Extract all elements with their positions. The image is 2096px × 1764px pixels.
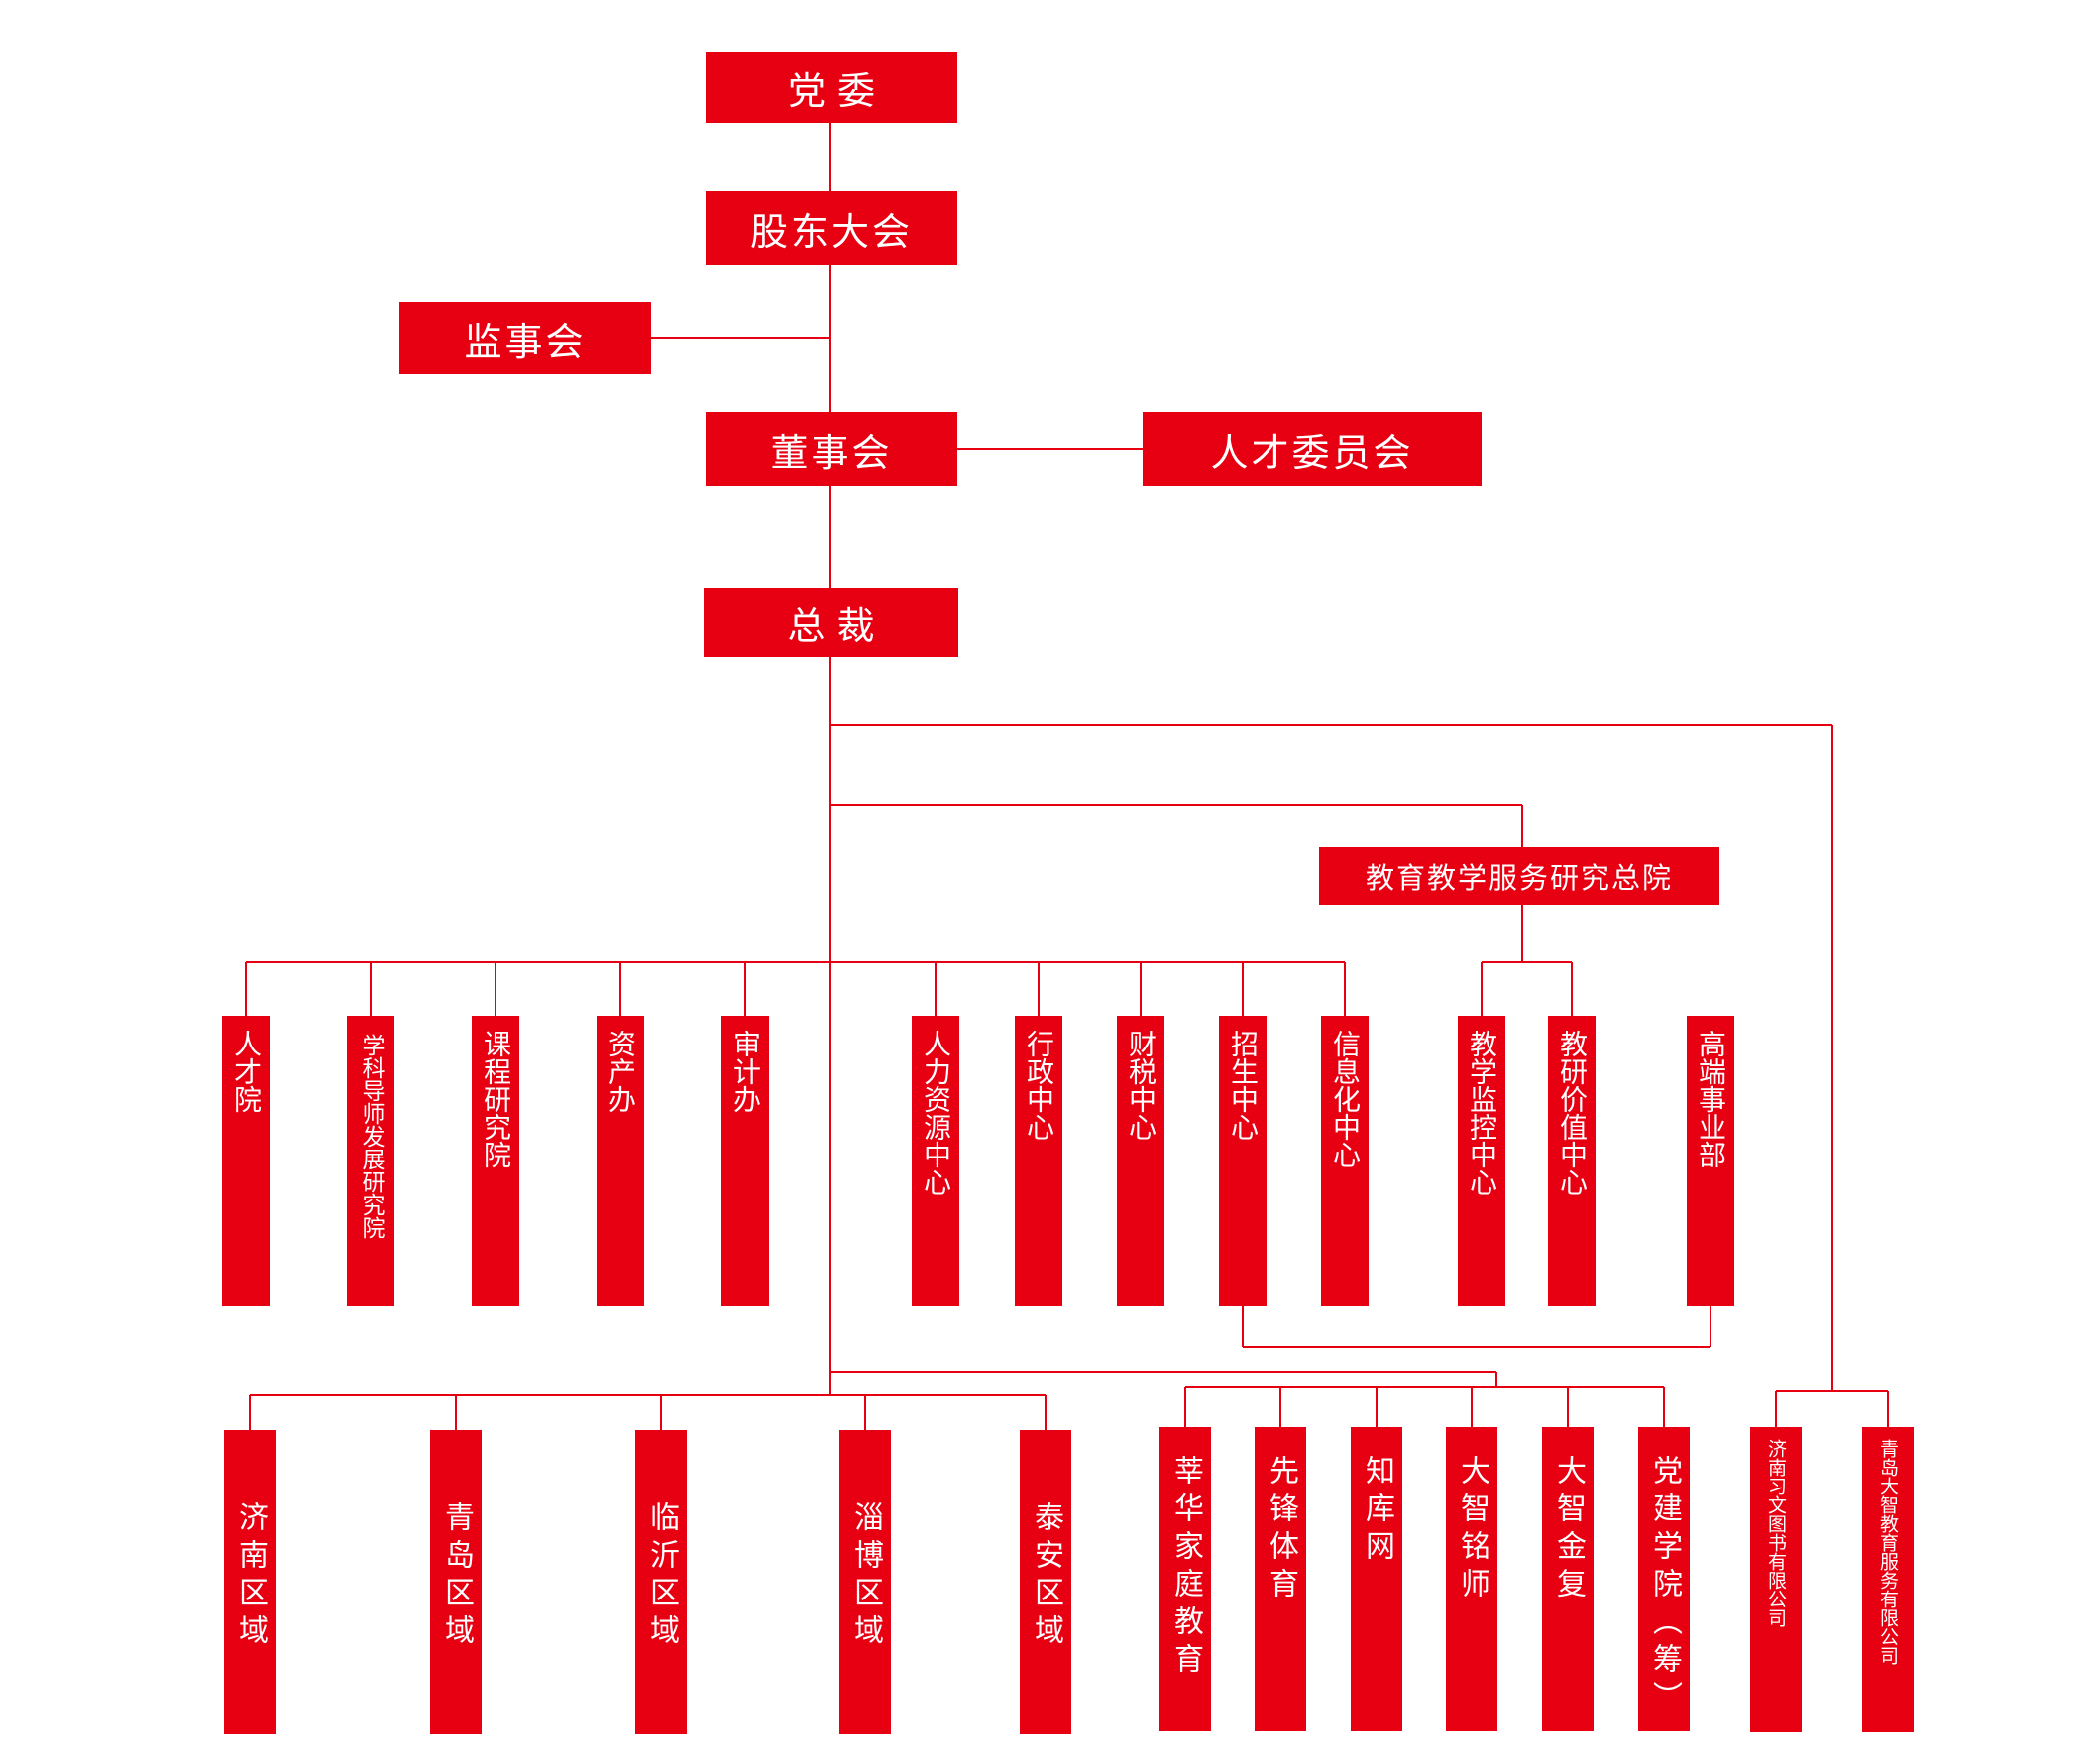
node-label: 人才委员会: [1210, 430, 1414, 475]
node-label: 党建学院（筹）: [1647, 1455, 1682, 1718]
node-region: 青岛区域: [430, 1430, 482, 1734]
node-label: 大智金复: [1551, 1455, 1586, 1605]
node-label: 监事会: [464, 319, 587, 364]
node-region: 临沂区域: [635, 1430, 687, 1734]
node-department: 审计办: [721, 1016, 769, 1306]
node-label: 青岛区域: [439, 1501, 474, 1652]
node-region: 济南区域: [224, 1430, 276, 1734]
node-label: 董事会: [770, 430, 893, 475]
node-department: 财税中心: [1117, 1016, 1164, 1306]
node-company: 济南习文图书有限公司: [1750, 1427, 1802, 1732]
node-research-institute: 教育教学服务研究总院: [1319, 847, 1719, 905]
node-president: 总 裁: [704, 588, 958, 657]
node-label: 临沂区域: [644, 1501, 679, 1652]
node-label: 学科导师发展研究院: [358, 1034, 384, 1239]
node-label: 先锋体育: [1264, 1455, 1298, 1605]
node-board-of-directors: 董事会: [706, 412, 957, 486]
node-venture: 莘华家庭教育: [1159, 1427, 1211, 1731]
node-label: 股东大会: [749, 209, 913, 254]
node-department: 学科导师发展研究院: [347, 1016, 394, 1306]
node-label: 资产办: [605, 1030, 637, 1113]
node-talent-committee: 人才委员会: [1143, 412, 1482, 486]
node-label: 泰安区域: [1029, 1501, 1063, 1652]
node-department: 教学监控中心: [1458, 1016, 1505, 1306]
node-label: 莘华家庭教育: [1168, 1455, 1203, 1681]
node-label: 行政中心: [1023, 1030, 1055, 1141]
node-label: 课程研究院: [480, 1030, 512, 1168]
node-label: 党 委: [787, 68, 876, 113]
node-label: 总 裁: [787, 604, 875, 648]
node-label: 人力资源中心: [920, 1030, 952, 1196]
node-venture: 知库网: [1351, 1427, 1402, 1731]
node-region: 淄博区域: [839, 1430, 891, 1734]
node-department: 人才院: [222, 1016, 270, 1306]
node-label: 财税中心: [1125, 1030, 1158, 1141]
node-department: 招生中心: [1219, 1016, 1267, 1306]
node-label: 济南区域: [233, 1501, 268, 1652]
node-company: 青岛大智教育服务有限公司: [1862, 1427, 1914, 1732]
node-label: 教学监控中心: [1466, 1030, 1498, 1196]
node-label: 审计办: [729, 1030, 762, 1113]
node-department: 教研价值中心: [1548, 1016, 1596, 1306]
node-shareholders-meeting: 股东大会: [706, 191, 957, 265]
node-venture: 大智金复: [1542, 1427, 1594, 1731]
node-department: 课程研究院: [472, 1016, 519, 1306]
node-label: 高端事业部: [1695, 1030, 1727, 1168]
node-venture: 大智铭师: [1446, 1427, 1497, 1731]
node-label: 信息化中心: [1329, 1030, 1362, 1168]
node-party-committee: 党 委: [706, 52, 957, 123]
node-label: 青岛大智教育服务有限公司: [1877, 1439, 1899, 1665]
node-department: 资产办: [597, 1016, 644, 1306]
node-department: 信息化中心: [1321, 1016, 1369, 1306]
node-department: 人力资源中心: [912, 1016, 959, 1306]
node-label: 知库网: [1360, 1455, 1394, 1568]
node-label: 大智铭师: [1455, 1455, 1489, 1605]
node-venture: 党建学院（筹）: [1638, 1427, 1690, 1731]
node-venture: 先锋体育: [1255, 1427, 1306, 1731]
node-department: 高端事业部: [1687, 1016, 1734, 1306]
node-label: 教研价值中心: [1556, 1030, 1589, 1196]
node-department: 行政中心: [1015, 1016, 1062, 1306]
node-region: 泰安区域: [1020, 1430, 1071, 1734]
node-label: 济南习文图书有限公司: [1765, 1439, 1787, 1627]
node-supervisory-board: 监事会: [399, 302, 651, 374]
node-label: 招生中心: [1227, 1030, 1260, 1141]
node-label: 淄博区域: [848, 1501, 883, 1652]
node-label: 教育教学服务研究总院: [1365, 861, 1673, 895]
node-label: 人才院: [230, 1030, 263, 1113]
